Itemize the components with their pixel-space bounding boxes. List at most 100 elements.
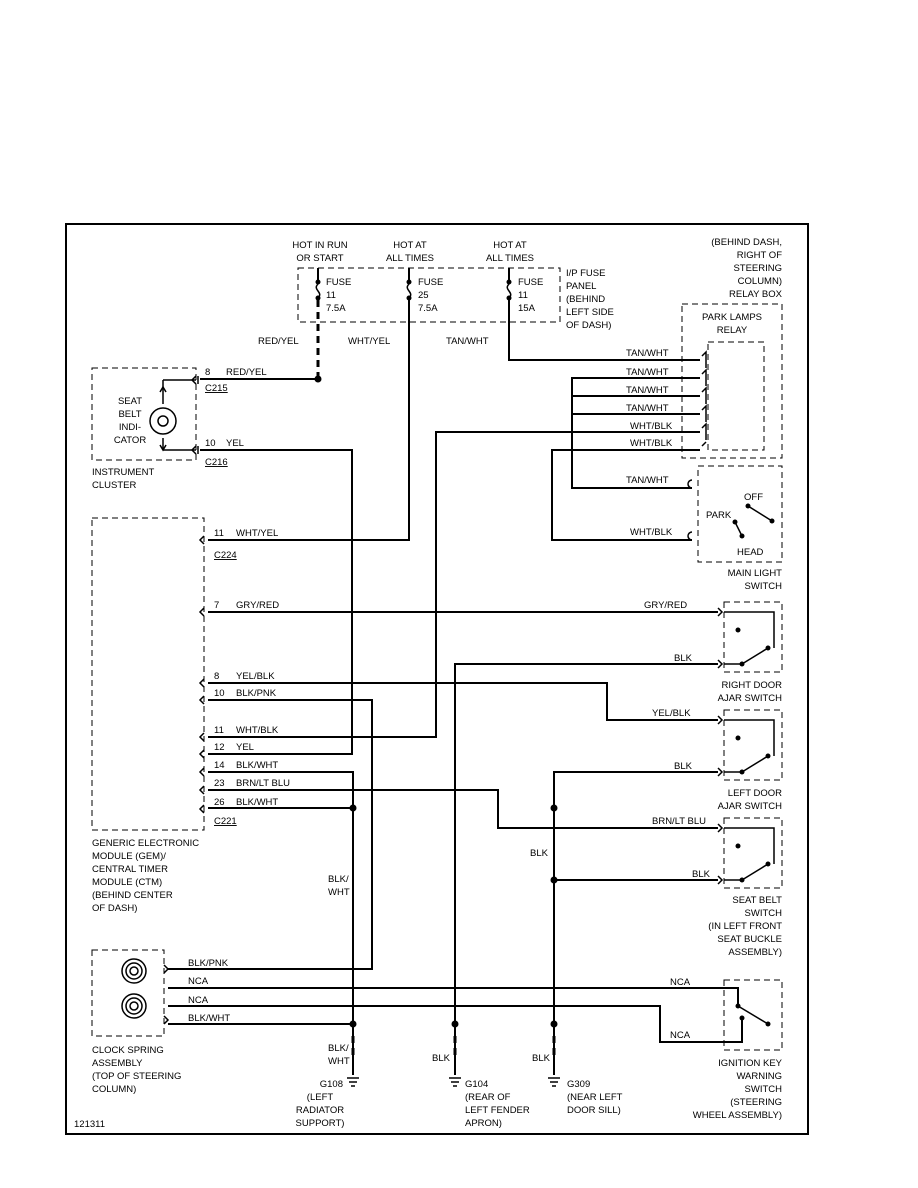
mls-head: HEAD [737, 547, 764, 558]
relay-box-loc-2: RIGHT OF [737, 250, 782, 261]
ik-name-5: WHEEL ASSEMBLY) [693, 1110, 782, 1121]
seat-belt-indicator-lamp-icon [149, 379, 196, 452]
fuse-panel-desc-4: LEFT SIDE [566, 307, 614, 318]
relay-box-loc-1: (BEHIND DASH, [711, 237, 782, 248]
power-all-times-2-line1: HOT AT [493, 240, 527, 251]
mls-wire-wht: WHT/BLK [630, 527, 673, 538]
power-run-start-line1: HOT IN RUN [292, 240, 347, 251]
fuse-panel-desc-2: PANEL [566, 281, 596, 292]
left-door-ajar-switch: YEL/BLK BLK LEFT DOOR AJAR SWITCH [652, 708, 783, 812]
ic-connector-b: C216 [205, 457, 228, 468]
gem-wire-8: BLK/WHT [236, 797, 278, 808]
ic-name-1: INSTRUMENT [92, 467, 154, 478]
park-lamps-relay [707, 341, 765, 451]
mls-wire-tan: TAN/WHT [626, 475, 669, 486]
ic-pin-a: 8 [205, 367, 210, 378]
cs-wire-2: NCA [188, 976, 209, 987]
g108-desc-1: (LEFT [307, 1092, 334, 1103]
gem-wire-6: BLK/WHT [236, 760, 278, 771]
cs-name-1: CLOCK SPRING [92, 1045, 164, 1056]
power-all-times-1-line1: HOT AT [393, 240, 427, 251]
power-run-start-line2: OR START [296, 253, 343, 264]
wire-paths [168, 300, 743, 1075]
gem-wire-5: YEL [236, 742, 254, 753]
indicator-line1: SEAT [118, 396, 142, 407]
ik-name-4: (STEERING [730, 1097, 782, 1108]
cs-wire-4: BLK/WHT [188, 1013, 230, 1024]
blk-low-1: BLK [432, 1053, 451, 1064]
fuse-2-rating: 7.5A [418, 303, 438, 314]
relay-box-loc-4: COLUMN) [738, 276, 782, 287]
blk-wht-low-2: WHT [328, 1056, 350, 1067]
gem-name-3: CENTRAL TIMER [92, 864, 168, 875]
g104-desc-1: (REAR OF [465, 1092, 511, 1103]
gem-pin-4: 11 [214, 725, 224, 736]
fuse-1-number: 11 [326, 290, 336, 301]
gem-wire-2: YEL/BLK [236, 671, 275, 682]
gem-pin-6: 14 [214, 760, 225, 771]
relay-box-loc-3: STEERING [733, 263, 782, 274]
g309-desc-1: (NEAR LEFT [567, 1092, 623, 1103]
gem-pin-5: 12 [214, 742, 225, 753]
blk-wht-mid-1: BLK/ [328, 874, 349, 885]
cs-name-2: ASSEMBLY [92, 1058, 143, 1069]
ld-wire-top: YEL/BLK [652, 708, 691, 719]
ground-icon [548, 1077, 560, 1087]
fuse-1-rating: 7.5A [326, 303, 346, 314]
gem-wire-0: WHT/YEL [236, 528, 278, 539]
ic-connector-a: C215 [205, 383, 228, 394]
mls-name-2: SWITCH [745, 581, 783, 592]
seat-belt-switch: BRN/LT BLU BLK SEAT BELT SWITCH (IN LEFT… [652, 816, 783, 958]
indicator-line3: INDI- [119, 422, 141, 433]
ignition-key-switch-box [723, 979, 783, 1051]
g104-desc-3: APRON) [465, 1118, 502, 1129]
g309-desc-2: DOOR SILL) [567, 1105, 621, 1116]
blk-wht-mid-2: WHT [328, 887, 350, 898]
mls-name-1: MAIN LIGHT [728, 568, 783, 579]
fuse-3-rating: 15A [518, 303, 536, 314]
fuse-panel-desc-5: OF DASH) [566, 320, 611, 331]
gem-module: 11 WHT/YEL C224 7 GRY/RED 8 YEL/BLK 10 B… [91, 517, 290, 914]
ground-icon [449, 1077, 461, 1087]
g108-desc-3: SUPPORT) [296, 1118, 345, 1129]
fuse-1: FUSE 11 7.5A [315, 277, 351, 314]
gem-box [91, 517, 205, 831]
gem-pin-8: 26 [214, 797, 225, 808]
ground-g309: G309 (NEAR LEFT DOOR SILL) [548, 1077, 623, 1116]
fuse-panel-desc-3: (BEHIND [566, 294, 605, 305]
ik-name-3: SWITCH [745, 1084, 783, 1095]
gem-connector-bottom: C221 [214, 816, 237, 827]
g108-id: G108 [320, 1079, 343, 1090]
rd-name-1: RIGHT DOOR [721, 680, 782, 691]
relay-wire-1: TAN/WHT [626, 348, 669, 359]
rd-wire-bottom: BLK [674, 653, 693, 664]
instrument-cluster: SEAT BELT INDI- CATOR 8 RED/YEL C215 10 … [91, 367, 267, 491]
left-door-switch-box [723, 709, 783, 781]
gem-wire-7: BRN/LT BLU [236, 778, 290, 789]
cs-name-3: (TOP OF STEERING [92, 1071, 181, 1082]
g108-desc-2: RADIATOR [296, 1105, 344, 1116]
g104-desc-2: LEFT FENDER [465, 1105, 530, 1116]
wire-tan-wht-label: TAN/WHT [446, 336, 489, 347]
relay-wire-3: TAN/WHT [626, 385, 669, 396]
relay-wire-5: WHT/BLK [630, 421, 673, 432]
ik-name-1: IGNITION KEY [718, 1058, 783, 1069]
gem-pin-1: 7 [214, 600, 219, 611]
fuse-2: FUSE 25 7.5A [406, 277, 443, 314]
gem-wire-3: BLK/PNK [236, 688, 277, 699]
mls-park: PARK [706, 510, 732, 521]
sb-wire-top: BRN/LT BLU [652, 816, 706, 827]
ik-wire-top: NCA [670, 977, 691, 988]
main-light-switch-box [697, 465, 783, 563]
relay-box-outline [681, 303, 783, 459]
relay-wire-6: WHT/BLK [630, 438, 673, 449]
ground-g108: G108 (LEFT RADIATOR SUPPORT) [296, 1077, 359, 1129]
ignition-key-warning-switch: NCA NCA IGNITION KEY WARNING SWITCH (STE… [670, 977, 783, 1121]
rd-name-2: AJAR SWITCH [718, 693, 783, 704]
park-lamps-relay-line2: RELAY [717, 325, 748, 336]
fuse-panel: HOT IN RUN OR START HOT AT ALL TIMES HOT… [258, 240, 614, 347]
wire-wht-yel-label: WHT/YEL [348, 336, 390, 347]
blk-low-2: BLK [532, 1053, 551, 1064]
main-light-switch: TAN/WHT WHT/BLK OFF PARK HEAD MAIN LIGHT… [626, 465, 783, 592]
